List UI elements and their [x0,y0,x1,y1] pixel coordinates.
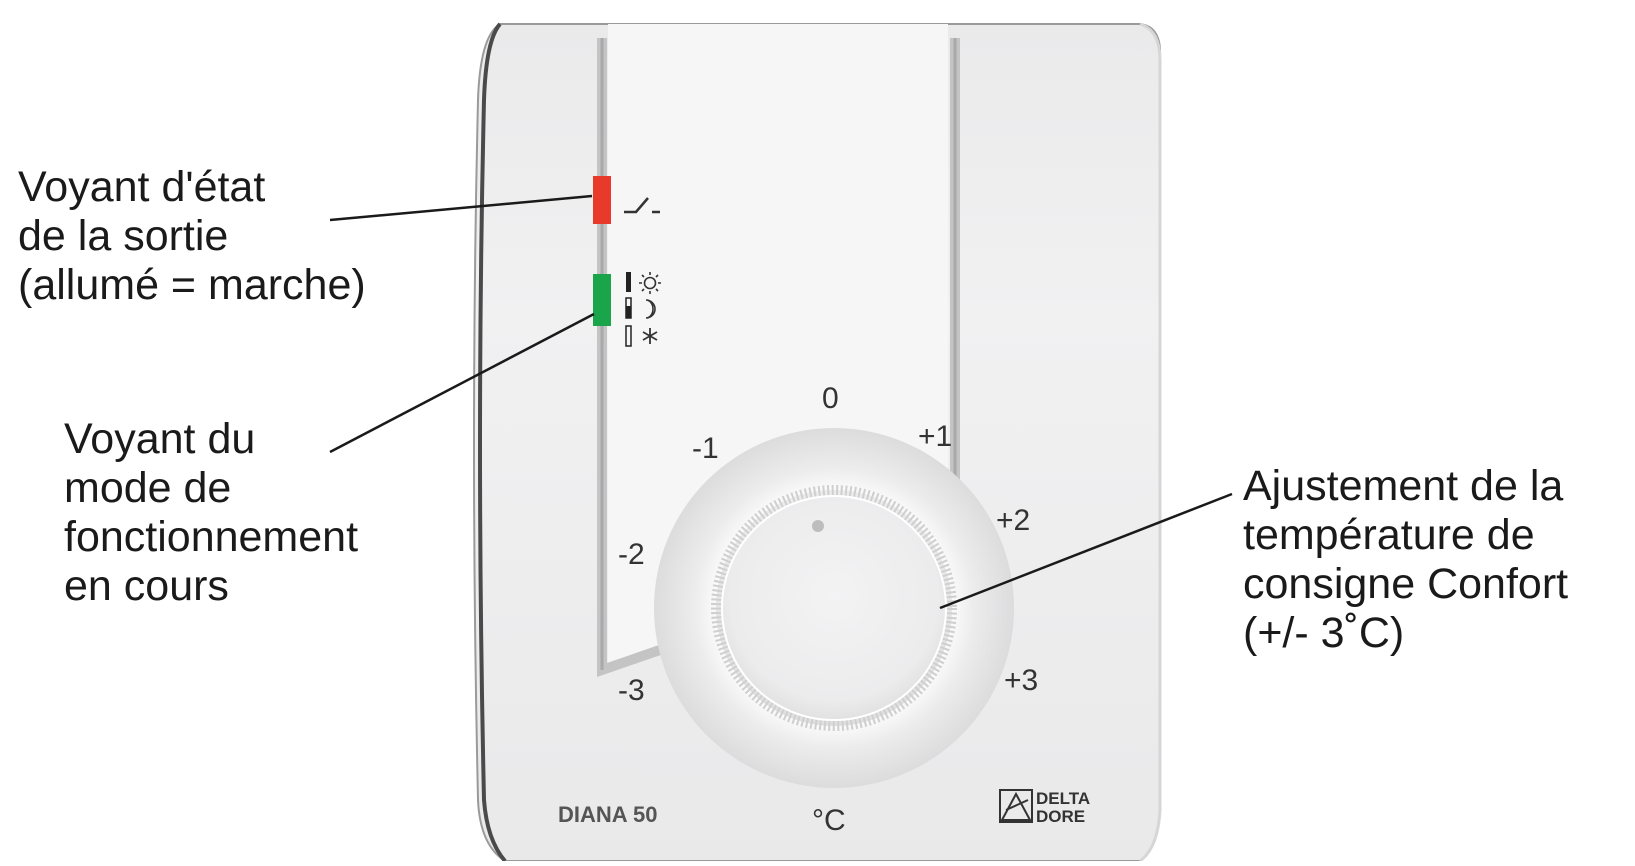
unit-label: °C [812,804,846,837]
mode-indicators [625,272,661,347]
callout-line: mode de [64,464,232,512]
leader-temp [939,492,1233,610]
brand-line2: DORE [1036,807,1085,826]
callout-line: température de [1243,511,1535,559]
relay-switch-icon [624,197,660,214]
moon-icon [645,299,656,319]
scale-plus3: +3 [1004,664,1038,697]
callout-line: Voyant d'état [18,163,266,211]
callout-line: (allumé = marche) [18,261,366,309]
callout-line: (+/- 3˚C) [1243,609,1405,657]
callout-line: fonctionnement [64,513,359,561]
callout-line: Voyant du [64,415,256,463]
callout-line: Ajustement de la [1243,462,1564,510]
snowflake-icon [642,328,658,344]
scale-minus3: -3 [618,674,645,707]
scale-minus2: -2 [618,538,645,571]
brand-line1: DELTA [1036,789,1090,808]
temperature-dial[interactable] [654,428,1014,788]
leader-lines [329,194,1233,610]
callout-output-led: Voyant d'état de la sortie (allumé = mar… [18,163,366,310]
brand-logo: DELTA DORE [999,789,1090,826]
callout-line: en cours [64,562,229,610]
scale-plus1: +1 [918,420,952,453]
scale-minus1: -1 [692,432,719,465]
scale-zero: 0 [822,382,839,415]
dial-scale: -3 -2 -1 0 +1 +2 +3 [618,382,1038,707]
leader-mode [329,312,595,454]
mode-led [593,274,611,326]
callout-line: consigne Confort [1243,560,1569,608]
output-led [593,176,611,224]
dial-pointer [812,520,824,532]
scale-plus2: +2 [996,504,1030,537]
callout-line: de la sortie [18,212,229,260]
sun-icon [639,272,661,294]
callout-temperature-knob: Ajustement de la température de consigne… [1243,462,1568,658]
leader-output [329,194,593,222]
callout-mode-led: Voyant du mode de fonctionnement en cour… [64,415,358,611]
model-label: DIANA 50 [558,802,657,827]
